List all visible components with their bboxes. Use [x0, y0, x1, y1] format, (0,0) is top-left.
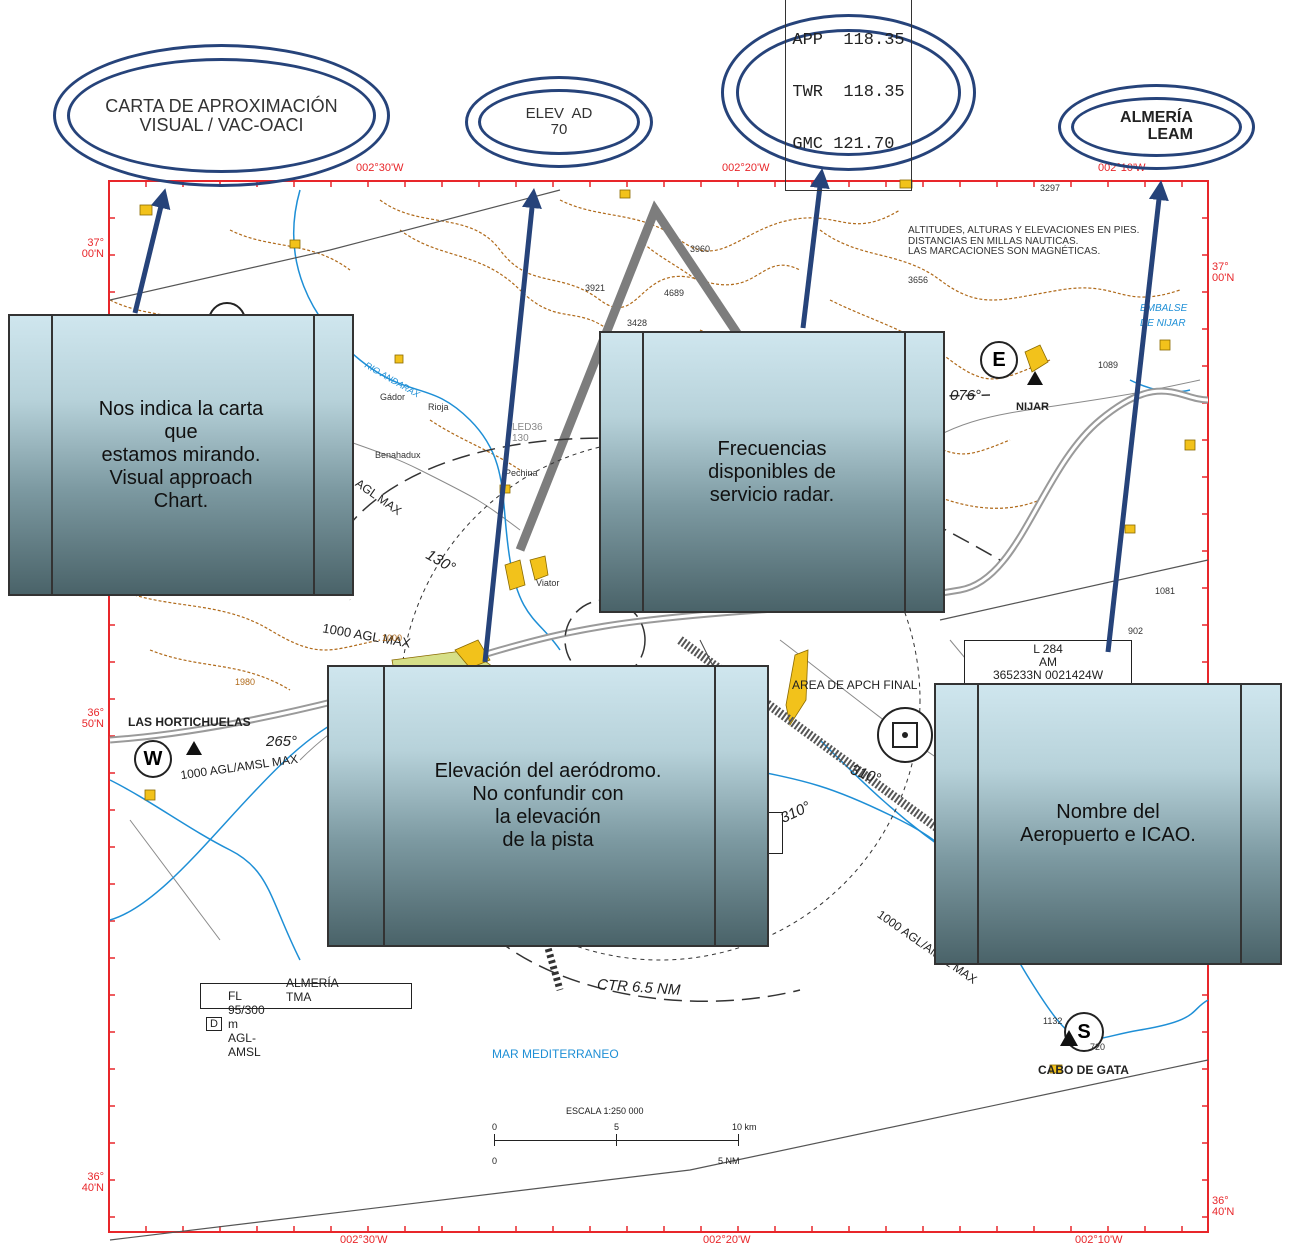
airport-icao: LEAM [1147, 126, 1193, 143]
chart-type-line-2: VISUAL / VAC-OACI [139, 114, 304, 135]
bubble-frequencies: APP 118.35 TWR 118.35 GMC 121.70 [721, 0, 976, 191]
callout-airport: Nombre del Aeropuerto e ICAO. [934, 683, 1282, 965]
elevation-label: ELEV AD [525, 105, 593, 123]
bubble-airport: ALMERÍA LEAM [1058, 84, 1255, 170]
freq-app: APP 118.35 [792, 30, 905, 50]
callout-elevation: Elevación del aeródromo. No confundir co… [327, 665, 769, 947]
tma-boundary-east [939, 559, 1209, 621]
elevation-value: 70 [550, 121, 568, 138]
airport-name: ALMERÍA [1120, 109, 1193, 127]
callout-airport-text: Nombre del Aeropuerto e ICAO. [1020, 801, 1196, 846]
callout-elevation-text: Elevación del aeródromo. No confundir co… [434, 760, 662, 851]
vor-symbol [877, 707, 933, 763]
callout-chart-type: Nos indica la carta que estamos mirando.… [8, 314, 354, 596]
bubble-elevation: ELEV AD 70 [465, 76, 653, 168]
bubble-chart-type: CARTA DE APROXIMACIÓN VISUAL / VAC-OACI [53, 44, 390, 187]
chart-type-line-1: CARTA DE APROXIMACIÓN [105, 95, 338, 116]
fir-boundary [109, 1059, 1209, 1241]
callout-chart-type-text: Nos indica la carta que estamos mirando.… [98, 397, 264, 512]
callout-frequencies: Frecuencias disponibles de servicio rada… [599, 331, 945, 613]
callout-frequencies-text: Frecuencias disponibles de servicio rada… [708, 437, 836, 506]
freq-twr: TWR 118.35 [792, 82, 905, 102]
freq-gmc: GMC 121.70 [792, 134, 895, 154]
frequency-box: APP 118.35 TWR 118.35 GMC 121.70 [785, 0, 912, 191]
